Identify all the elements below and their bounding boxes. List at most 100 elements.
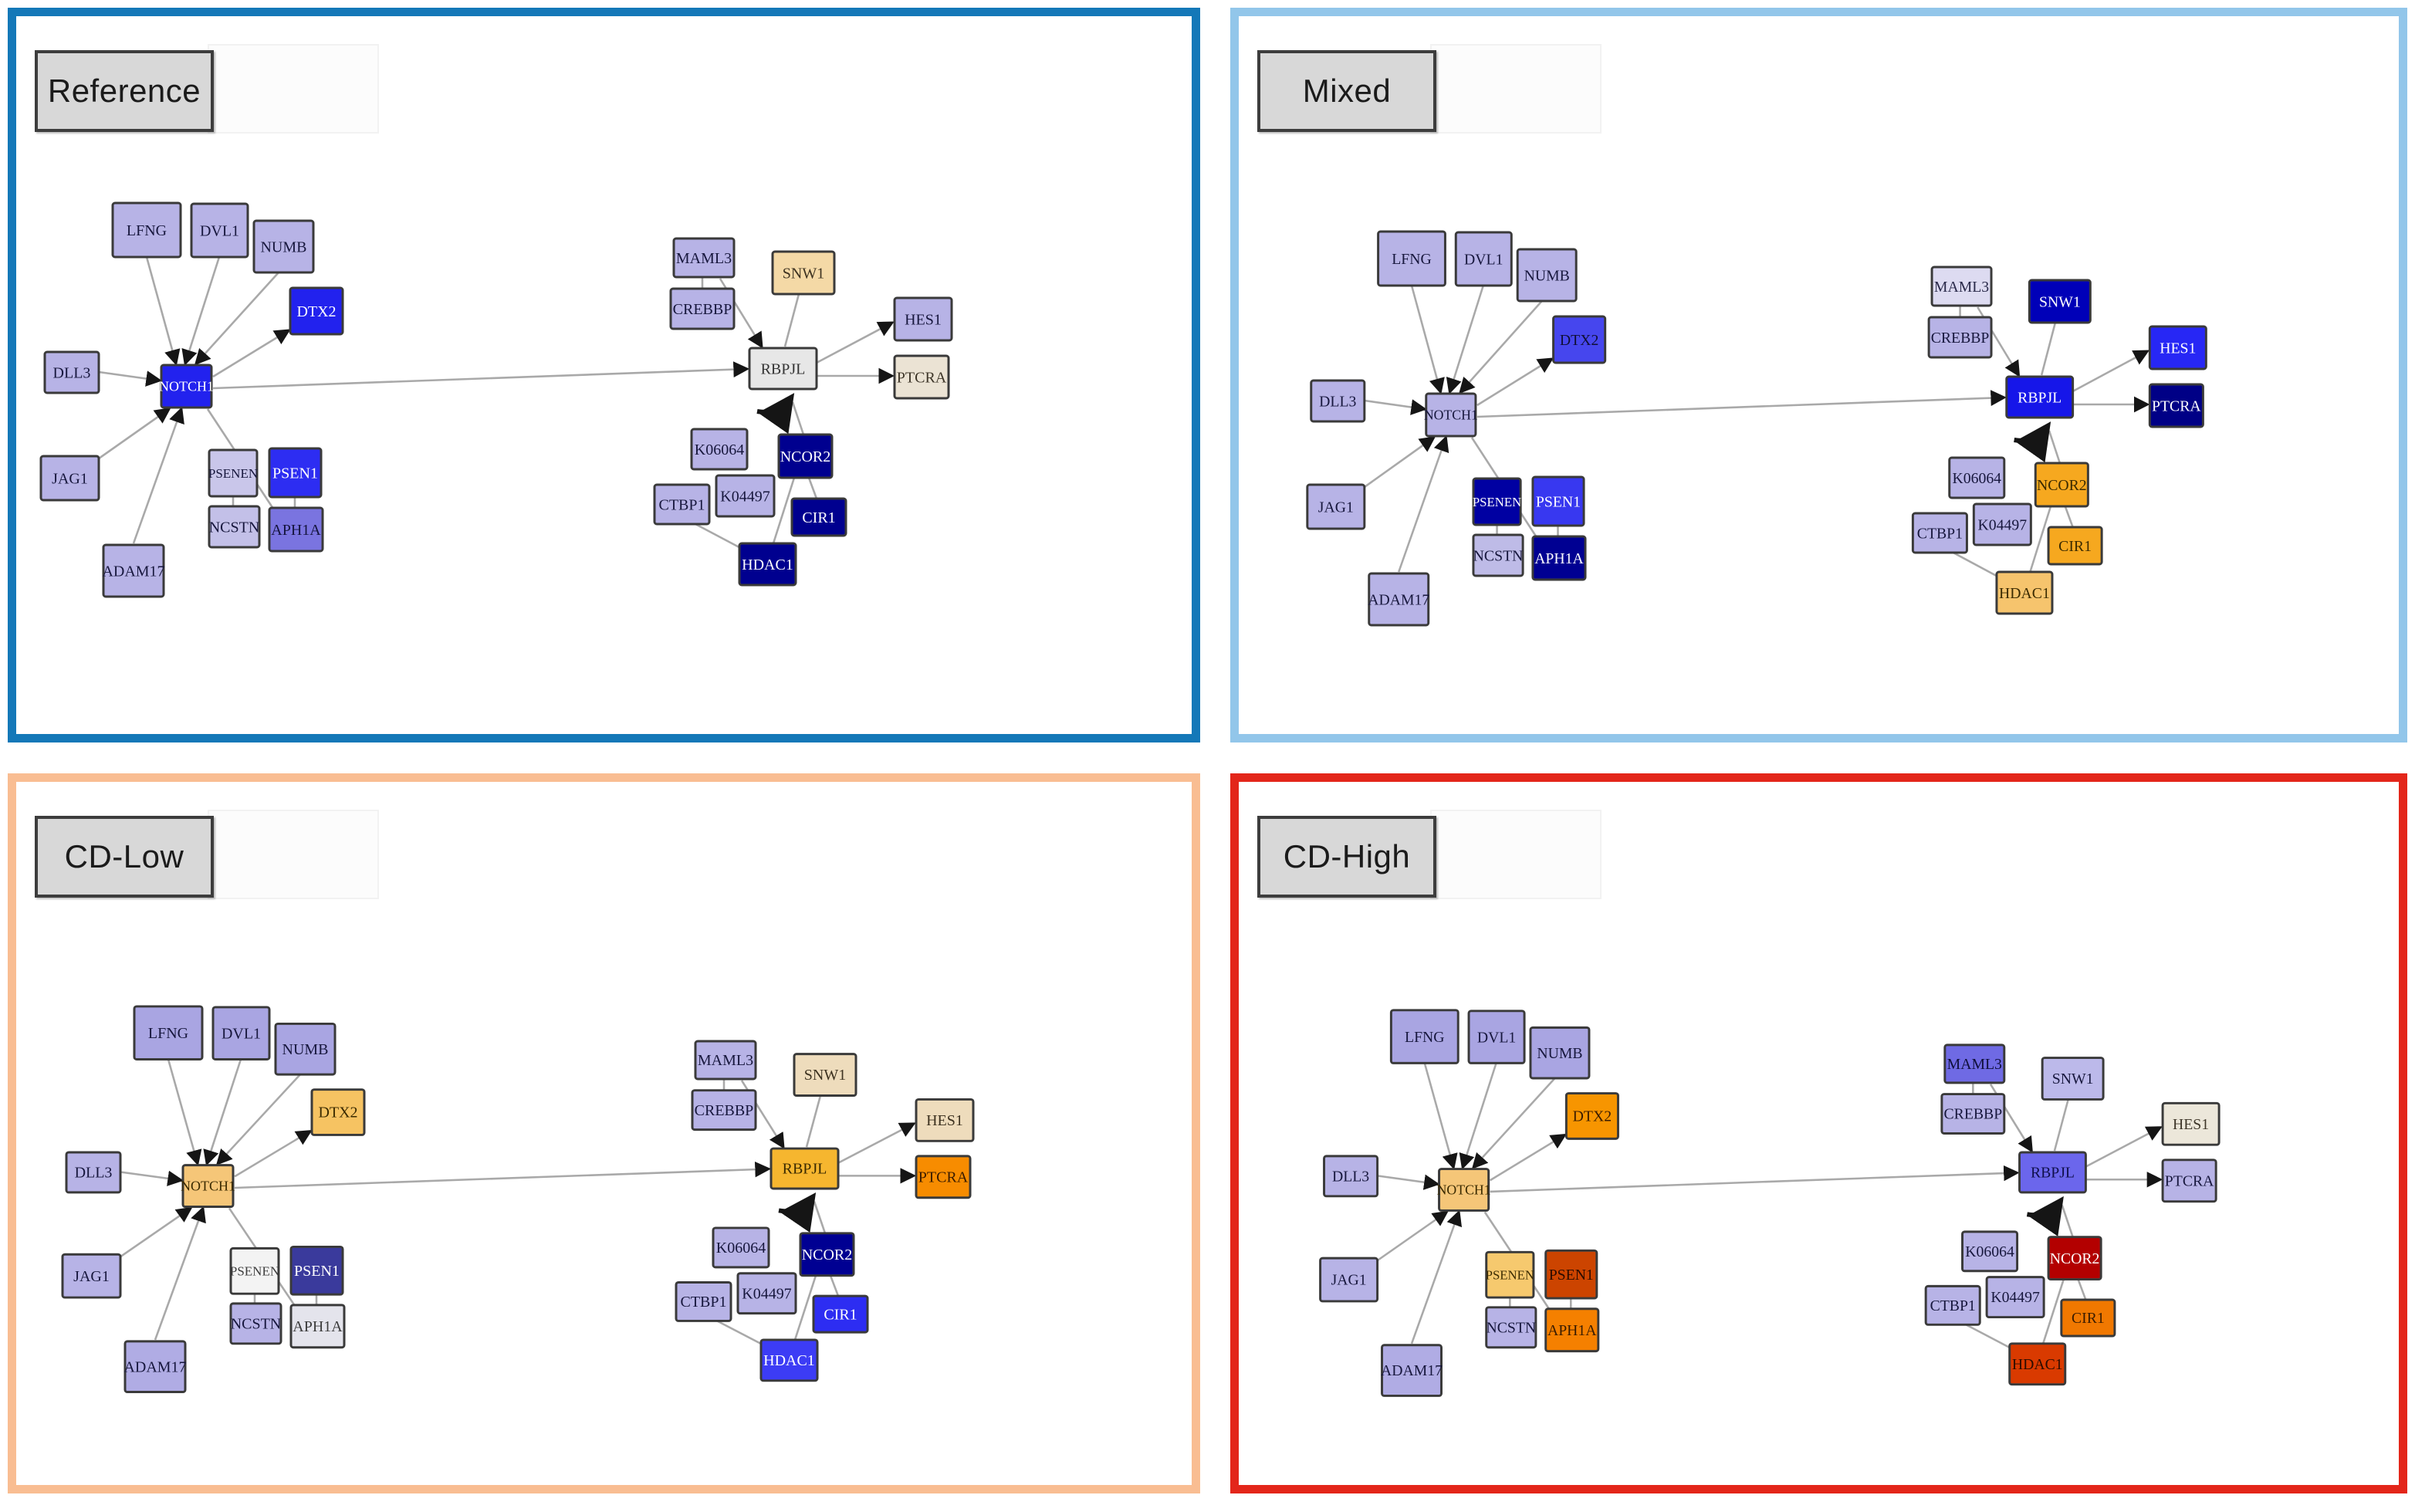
node-label-SNW1: SNW1	[2039, 293, 2081, 310]
node-label-MAML3: MAML3	[676, 250, 732, 267]
node-APH1A: APH1A	[289, 1304, 346, 1349]
node-DTX2: DTX2	[310, 1088, 366, 1136]
node-DLL3: DLL3	[65, 1151, 122, 1194]
node-MAML3: MAML3	[1943, 1044, 2006, 1084]
node-label-K04497: K04497	[742, 1286, 792, 1303]
node-CREBBP: CREBBP	[691, 1089, 757, 1131]
node-APH1A: APH1A	[1531, 535, 1587, 581]
node-label-DLL3: DLL3	[53, 364, 91, 381]
edge-JAG1-NOTCH1	[114, 1206, 193, 1262]
node-RBPJL: RBPJL	[2005, 375, 2075, 419]
node-label-PSEN1: PSEN1	[272, 465, 318, 482]
edge-LFNG-NOTCH1	[145, 256, 181, 367]
edge-DLL3-NOTCH1	[120, 1170, 184, 1186]
edge-NCOR2-RBPJL	[2048, 430, 2062, 464]
node-label-CTBP1: CTBP1	[681, 1294, 727, 1311]
node-label-PTCRA: PTCRA	[918, 1169, 969, 1186]
node-label-ADAM17: ADAM17	[1368, 591, 1429, 608]
edge-ADAM17-NOTCH1	[1398, 435, 1449, 573]
node-label-NUMB: NUMB	[260, 238, 306, 255]
edge-ADAM17-NOTCH1	[132, 407, 184, 544]
node-DTX2: DTX2	[289, 286, 344, 336]
node-label-CREBBP: CREBBP	[673, 301, 732, 318]
node-label-HES1: HES1	[2160, 340, 2196, 357]
edge-NCOR2-CIR1	[829, 1275, 840, 1297]
node-ADAM17: ADAM17	[123, 1340, 187, 1393]
edge-DVL1-NOTCH1	[1459, 1063, 1497, 1170]
node-PTCRA: PTCRA	[893, 354, 950, 400]
node-label-JAG1: JAG1	[1331, 1272, 1367, 1289]
node-label-K06064: K06064	[716, 1240, 766, 1257]
node-NOTCH1: NOTCH1	[1424, 392, 1478, 438]
panel-title-label: CD-High	[1283, 838, 1411, 874]
node-NUMB: NUMB	[252, 219, 315, 274]
node-label-NCOR2: NCOR2	[2050, 1250, 2100, 1267]
node-K04497: K04497	[715, 474, 776, 518]
node-label-SNW1: SNW1	[2052, 1071, 2094, 1087]
edge-NOTCH1-DTX2	[212, 329, 291, 378]
node-label-LFNG: LFNG	[127, 222, 167, 239]
node-PSEN1: PSEN1	[289, 1245, 344, 1296]
edge-DVL1-NOTCH1	[181, 256, 221, 366]
node-PSENEN: PSENEN	[229, 1246, 280, 1295]
node-label-CIR1: CIR1	[824, 1306, 857, 1323]
edge-NOTCH1-DTX2	[1489, 1133, 1568, 1182]
node-NOTCH1: NOTCH1	[1437, 1168, 1491, 1212]
node-label-PSENEN: PSENEN	[1473, 495, 1521, 509]
node-label-JAG1: JAG1	[52, 470, 88, 487]
edge-NCOR2-HDAC1	[2029, 506, 2052, 573]
node-NCOR2: NCOR2	[2047, 1236, 2102, 1281]
node-DLL3: DLL3	[1323, 1155, 1379, 1198]
node-NCOR2: NCOR2	[777, 433, 834, 479]
node-label-DLL3: DLL3	[1319, 393, 1356, 410]
node-label-APH1A: APH1A	[1534, 550, 1584, 567]
edge-DLL3-NOTCH1	[1364, 399, 1427, 415]
edge-LFNG-NOTCH1	[1410, 285, 1445, 395]
node-label-NOTCH1: NOTCH1	[1437, 1182, 1491, 1198]
legend-placeholder	[208, 44, 379, 134]
node-PSENEN: PSENEN	[208, 448, 259, 498]
node-K04497: K04497	[1985, 1276, 2045, 1319]
node-HES1: HES1	[2161, 1101, 2221, 1146]
node-PSEN1: PSEN1	[1531, 475, 1585, 527]
node-label-LFNG: LFNG	[1392, 251, 1432, 268]
node-label-NCSTN: NCSTN	[231, 1316, 282, 1333]
node-LFNG: LFNG	[1377, 230, 1446, 287]
node-label-K06064: K06064	[1965, 1243, 2014, 1260]
node-DLL3: DLL3	[1310, 379, 1366, 423]
node-ADAM17: ADAM17	[1381, 1344, 1443, 1397]
edge-NCOR2-RBPJL	[813, 1201, 827, 1234]
node-HDAC1: HDAC1	[738, 542, 797, 587]
node-label-APH1A: APH1A	[271, 522, 321, 539]
edge-hook-arrow	[2026, 1196, 2064, 1236]
node-label-NUMB: NUMB	[1524, 267, 1570, 284]
edge-hook-arrow	[2014, 421, 2051, 463]
node-DVL1: DVL1	[190, 202, 249, 259]
panel-title-label: Reference	[47, 73, 201, 109]
edge-DVL1-NOTCH1	[203, 1059, 242, 1166]
node-SNW1: SNW1	[2028, 279, 2092, 324]
node-label-ADAM17: ADAM17	[123, 1359, 186, 1376]
node-label-DTX2: DTX2	[1573, 1108, 1612, 1125]
node-LFNG: LFNG	[1389, 1009, 1459, 1064]
node-label-K04497: K04497	[1991, 1289, 2040, 1306]
panel-title-cd-low: CD-Low	[35, 816, 214, 898]
node-K04497: K04497	[736, 1272, 797, 1315]
legend-placeholder	[1430, 810, 1602, 899]
edge-JAG1-NOTCH1	[93, 408, 171, 464]
node-label-K06064: K06064	[695, 441, 744, 458]
node-MAML3: MAML3	[694, 1040, 757, 1081]
node-label-PTCRA: PTCRA	[2152, 397, 2201, 414]
node-SNW1: SNW1	[793, 1053, 857, 1097]
edge-NOTCH1-RBPJL	[1490, 1165, 2020, 1193]
node-label-NCSTN: NCSTN	[1473, 547, 1524, 564]
node-DLL3: DLL3	[43, 350, 100, 394]
node-PSENEN: PSENEN	[1472, 477, 1522, 526]
node-NCSTN: NCSTN	[208, 505, 261, 549]
node-CIR1: CIR1	[790, 497, 847, 537]
node-label-MAML3: MAML3	[698, 1052, 753, 1069]
node-RBPJL: RBPJL	[748, 347, 818, 391]
